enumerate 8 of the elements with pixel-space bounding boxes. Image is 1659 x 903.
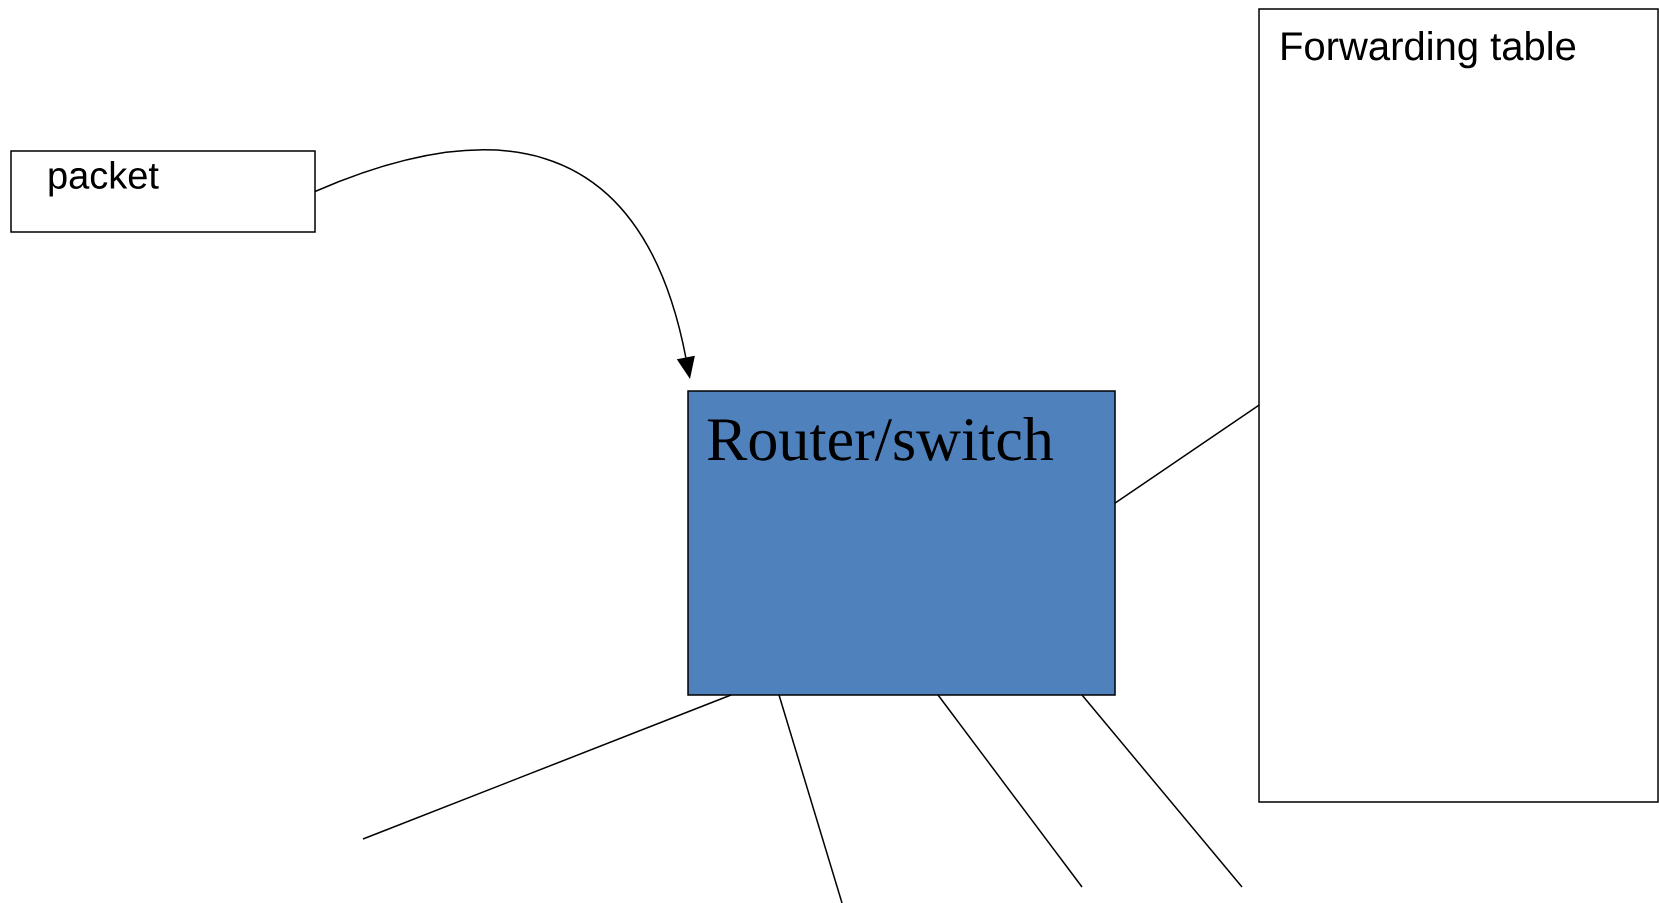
line bbox=[1114, 404, 1260, 504]
packet-box: packet bbox=[10, 150, 316, 233]
line bbox=[362, 694, 732, 840]
table-box: Forwarding table bbox=[1258, 8, 1659, 803]
router-box: Router/switch bbox=[687, 390, 1116, 696]
line bbox=[1081, 694, 1243, 888]
line bbox=[937, 694, 1083, 888]
line bbox=[778, 694, 843, 903]
